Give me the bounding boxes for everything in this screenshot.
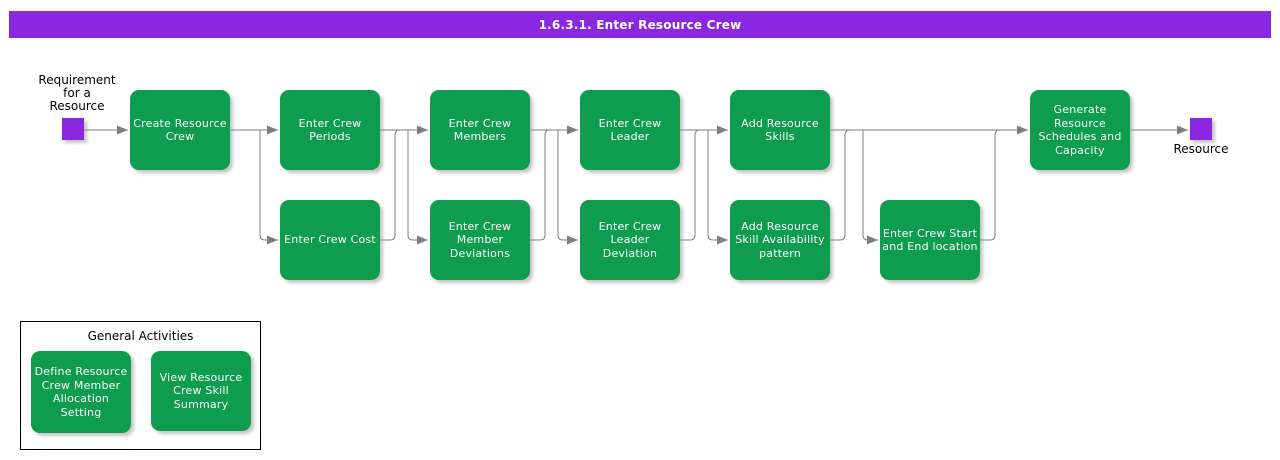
activity-enter-crew-members[interactable]: Enter Crew Members — [430, 90, 530, 170]
activity-enter-crew-leader-deviation[interactable]: Enter Crew Leader Deviation — [580, 200, 680, 280]
activity-add-resource-skills[interactable]: Add Resource Skills — [730, 90, 830, 170]
activity-define-resource-crew-member-allocation-setting[interactable]: Define Resource Crew Member Allocation S… — [31, 351, 131, 433]
end-event-label: Resource — [1173, 142, 1229, 156]
end-event-square — [1190, 118, 1212, 140]
activity-create-resource-crew[interactable]: Create Resource Crew — [130, 90, 230, 170]
start-event-label: Requirement for a Resource — [38, 73, 116, 113]
general-activities-title: General Activities — [87, 329, 194, 343]
activity-enter-crew-member-deviations[interactable]: Enter Crew Member Deviations — [430, 200, 530, 280]
general-activities-panel: General Activities Define Resource Crew … — [20, 321, 261, 450]
start-event-square — [62, 118, 84, 140]
activity-add-resource-skill-availability-pattern[interactable]: Add Resource Skill Availability pattern — [730, 200, 830, 280]
activity-generate-resource-schedules-and-capacity[interactable]: Generate Resource Schedules and Capacity — [1030, 90, 1130, 170]
activity-enter-crew-start-and-end-location[interactable]: Enter Crew Start and End location — [880, 200, 980, 280]
page-title: 1.6.3.1. Enter Resource Crew — [538, 17, 742, 32]
activity-enter-crew-periods[interactable]: Enter Crew Periods — [280, 90, 380, 170]
activity-enter-crew-cost[interactable]: Enter Crew Cost — [280, 200, 380, 280]
activity-view-resource-crew-skill-summary[interactable]: View Resource Crew Skill Summary — [151, 351, 251, 431]
title-banner: 1.6.3.1. Enter Resource Crew — [9, 11, 1271, 38]
activity-enter-crew-leader[interactable]: Enter Crew Leader — [580, 90, 680, 170]
